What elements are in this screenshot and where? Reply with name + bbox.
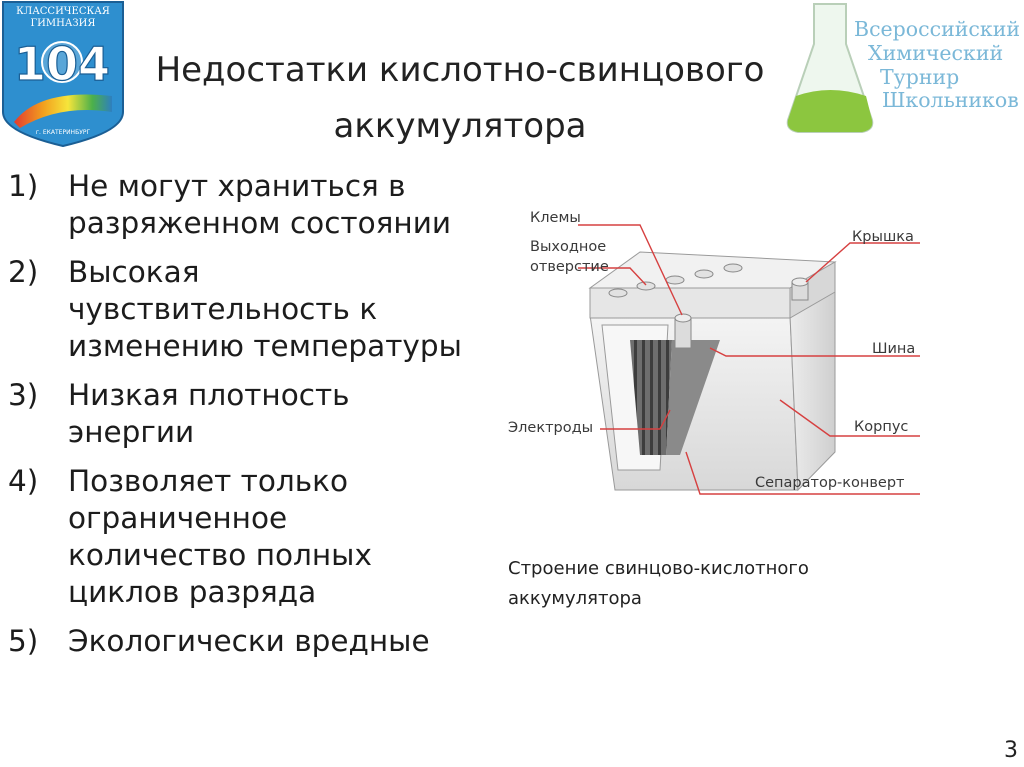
label-electrodes: Электроды xyxy=(508,420,593,436)
tournament-line3: Турнир xyxy=(880,65,959,89)
title-line-2: аккумулятора xyxy=(333,106,587,146)
list-item: 3) Низкая плотность энергии xyxy=(8,377,478,451)
label-lid: Крышка xyxy=(852,229,914,245)
school-logo-line2: ГИМНАЗИЯ xyxy=(31,18,96,29)
caption-line-1: Строение свинцово-кислотного xyxy=(508,558,809,579)
tournament-line4: Школьников xyxy=(882,88,1019,112)
tournament-line2: Химический xyxy=(868,41,1003,65)
school-logo-number: 104 xyxy=(14,37,110,91)
diagram-caption: Строение свинцово-кислотного аккумулятор… xyxy=(508,554,888,614)
list-item-text: Низкая плотность энергии xyxy=(68,378,350,449)
list-item: 5) Экологически вредные xyxy=(8,623,478,660)
school-logo: КЛАССИЧЕСКАЯ ГИМНАЗИЯ 104 г. ЕКАТЕРИНБУР… xyxy=(0,0,126,150)
label-separator: Сепаратор-конверт xyxy=(755,475,905,491)
school-logo-line1: КЛАССИЧЕСКАЯ xyxy=(16,6,110,17)
label-vent-line2: отверстие xyxy=(530,259,609,275)
list-item: 4) Позволяет только ограниченное количес… xyxy=(8,463,478,611)
school-logo-city: г. ЕКАТЕРИНБУРГ xyxy=(36,129,91,136)
label-vent-line1: Выходное xyxy=(530,239,606,255)
page-number: 3 xyxy=(1004,738,1018,763)
list-item: 2) Высокая чувствительность к изменению … xyxy=(8,254,478,365)
list-item-number: 5) xyxy=(8,624,39,658)
page-title: Недостатки кислотно-свинцового аккумулят… xyxy=(110,42,810,154)
label-case: Корпус xyxy=(854,419,908,435)
list-item-number: 1) xyxy=(8,169,39,203)
list-item-number: 2) xyxy=(8,255,39,289)
list-item-number: 4) xyxy=(8,464,39,498)
caption-line-2: аккумулятора xyxy=(508,588,642,609)
label-bus: Шина xyxy=(872,341,915,357)
list-item-text: Экологически вредные xyxy=(68,624,430,658)
label-terminals: Клемы xyxy=(530,210,581,226)
battery-diagram: Клемы Выходное отверстие Крышка Шина Эле… xyxy=(490,190,930,510)
list-item: 1) Не могут храниться в разряженном сост… xyxy=(8,168,478,242)
tournament-line1: Всероссийский xyxy=(854,17,1020,41)
tournament-logo: Всероссийский Химический Турнир Школьник… xyxy=(784,0,1024,140)
list-item-number: 3) xyxy=(8,378,39,412)
disadvantages-list: 1) Не могут храниться в разряженном сост… xyxy=(8,168,478,672)
list-item-text: Высокая чувствительность к изменению тем… xyxy=(68,255,462,363)
list-item-text: Позволяет только ограниченное количество… xyxy=(68,464,372,609)
list-item-text: Не могут храниться в разряженном состоян… xyxy=(68,169,452,240)
title-line-1: Недостатки кислотно-свинцового xyxy=(155,50,765,90)
